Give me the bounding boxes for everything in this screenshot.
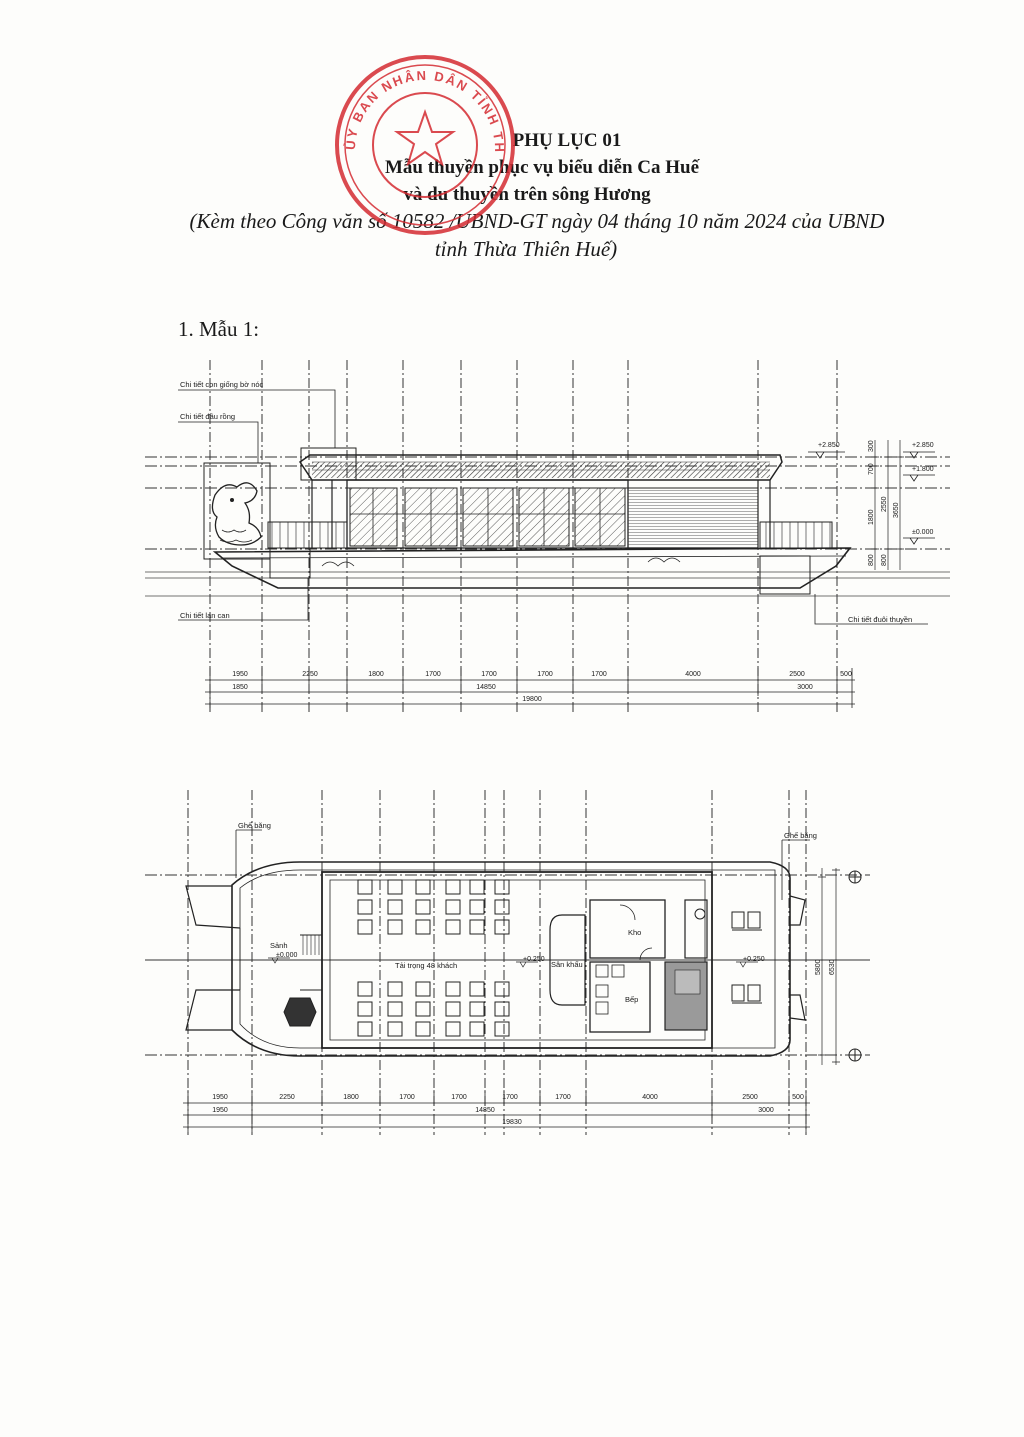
passenger-seats xyxy=(357,879,510,1037)
rear-benches xyxy=(731,911,762,1004)
vdim-cabin-height: 2550 xyxy=(881,496,888,512)
svg-text:19800: 19800 xyxy=(522,696,542,703)
stair-icon xyxy=(283,997,317,1027)
svg-text:4000: 4000 xyxy=(642,1094,658,1101)
svg-text:3000: 3000 xyxy=(797,684,813,691)
label-roof-detail: Chi tiết con giống bờ nóc xyxy=(180,380,264,389)
star-icon xyxy=(393,108,457,167)
elevation-dims-row1: 1950 2250 1800 1700 1700 1700 1700 4000 … xyxy=(232,671,852,678)
svg-text:1700: 1700 xyxy=(537,671,553,678)
appendix-title: PHỤ LỤC 01 xyxy=(512,130,622,151)
reference-note-line2: tỉnh Thừa Thiên Huế) xyxy=(434,237,618,261)
vdim-roof-top: 300 xyxy=(868,440,875,452)
label-railing-detail: Chi tiết lan can xyxy=(180,611,230,620)
plan-vdim-total: 6530 xyxy=(829,959,836,975)
vdim-hull-height-b: 800 xyxy=(881,554,888,566)
elevation-dims-row2: 1850 14850 3000 xyxy=(232,684,813,691)
svg-text:1850: 1850 xyxy=(232,684,248,691)
level-deck: ±0.000 xyxy=(912,529,933,536)
svg-text:1950: 1950 xyxy=(212,1107,228,1114)
svg-text:1700: 1700 xyxy=(502,1094,518,1101)
label-lobby: Sảnh xyxy=(270,941,288,950)
svg-text:500: 500 xyxy=(840,671,852,678)
label-bench-left: Ghế băng xyxy=(238,821,271,830)
label-dragon-head-detail: Chi tiết đầu rồng xyxy=(180,412,235,421)
appendix-subtitle-line1: Mẫu thuyền phục vụ biểu diễn Ca Huế xyxy=(384,157,700,178)
label-kitchen: Bếp xyxy=(625,995,638,1004)
vdim-hull-height-a: 800 xyxy=(868,554,875,566)
level-roof-left: +2.850 xyxy=(818,442,840,449)
svg-text:1800: 1800 xyxy=(343,1094,359,1101)
svg-text:1700: 1700 xyxy=(555,1094,571,1101)
reference-note-line1: (Kèm theo Công văn số 10582 /UBND-GT ngà… xyxy=(189,209,885,233)
plan-level-lobby: ±0.000 xyxy=(276,952,297,959)
section-heading: 1. Mẫu 1: xyxy=(178,317,260,341)
plan-dims-row3: 19830 xyxy=(502,1119,522,1126)
svg-text:14850: 14850 xyxy=(476,684,496,691)
plan-level-stern: +0.250 xyxy=(743,956,765,963)
svg-text:1700: 1700 xyxy=(591,671,607,678)
plan-level-cabin: +0.250 xyxy=(523,956,545,963)
label-bench-right: Ghế băng xyxy=(784,831,817,840)
plan-vdim-beam: 5800 xyxy=(815,959,822,975)
plan-dims-row1: 1950 2250 1800 1700 1700 1700 1700 4000 … xyxy=(212,1094,804,1101)
svg-text:1700: 1700 xyxy=(451,1094,467,1101)
plan-drawing: 5800 6530 Ghế băng Ghế băng Sảnh Tải trọ… xyxy=(145,790,870,1135)
official-seal: ỦY BAN NHÂN DÂN TỈNH THỪA THIÊN HUẾ xyxy=(0,0,515,235)
label-stage: Sân khấu xyxy=(551,960,583,969)
svg-text:1700: 1700 xyxy=(481,671,497,678)
svg-text:2500: 2500 xyxy=(742,1094,758,1101)
svg-text:4000: 4000 xyxy=(685,671,701,678)
svg-text:1950: 1950 xyxy=(232,671,248,678)
svg-text:19830: 19830 xyxy=(502,1119,522,1126)
vdim-wall-height: 1800 xyxy=(868,509,875,525)
vdim-roof-height: 700 xyxy=(868,463,875,475)
svg-text:1700: 1700 xyxy=(399,1094,415,1101)
svg-text:500: 500 xyxy=(792,1094,804,1101)
level-roof-right: +2.850 xyxy=(912,442,934,449)
level-eave: +1.800 xyxy=(912,466,934,473)
svg-text:1700: 1700 xyxy=(425,671,441,678)
plan-dims-row2: 1950 14850 3000 xyxy=(212,1107,774,1114)
vdim-total-height: 3650 xyxy=(893,502,900,518)
label-store: Kho xyxy=(628,928,641,937)
svg-text:14850: 14850 xyxy=(475,1107,495,1114)
elevation-drawing: Chi tiết con giống bờ nóc Chi tiết đầu r… xyxy=(145,360,950,712)
grid-axis-markers xyxy=(848,870,862,1062)
appendix-subtitle-line2: và du thuyền trên sông Hương xyxy=(403,184,651,205)
svg-text:1950: 1950 xyxy=(212,1094,228,1101)
label-tail-detail: Chi tiết đuôi thuyền xyxy=(848,615,912,624)
svg-text:1800: 1800 xyxy=(368,671,384,678)
label-capacity: Tải trọng 48 khách xyxy=(395,961,457,970)
svg-text:2250: 2250 xyxy=(302,671,318,678)
svg-text:2250: 2250 xyxy=(279,1094,295,1101)
svg-text:2500: 2500 xyxy=(789,671,805,678)
elevation-dims-row3: 19800 xyxy=(522,696,542,703)
svg-text:3000: 3000 xyxy=(758,1107,774,1114)
